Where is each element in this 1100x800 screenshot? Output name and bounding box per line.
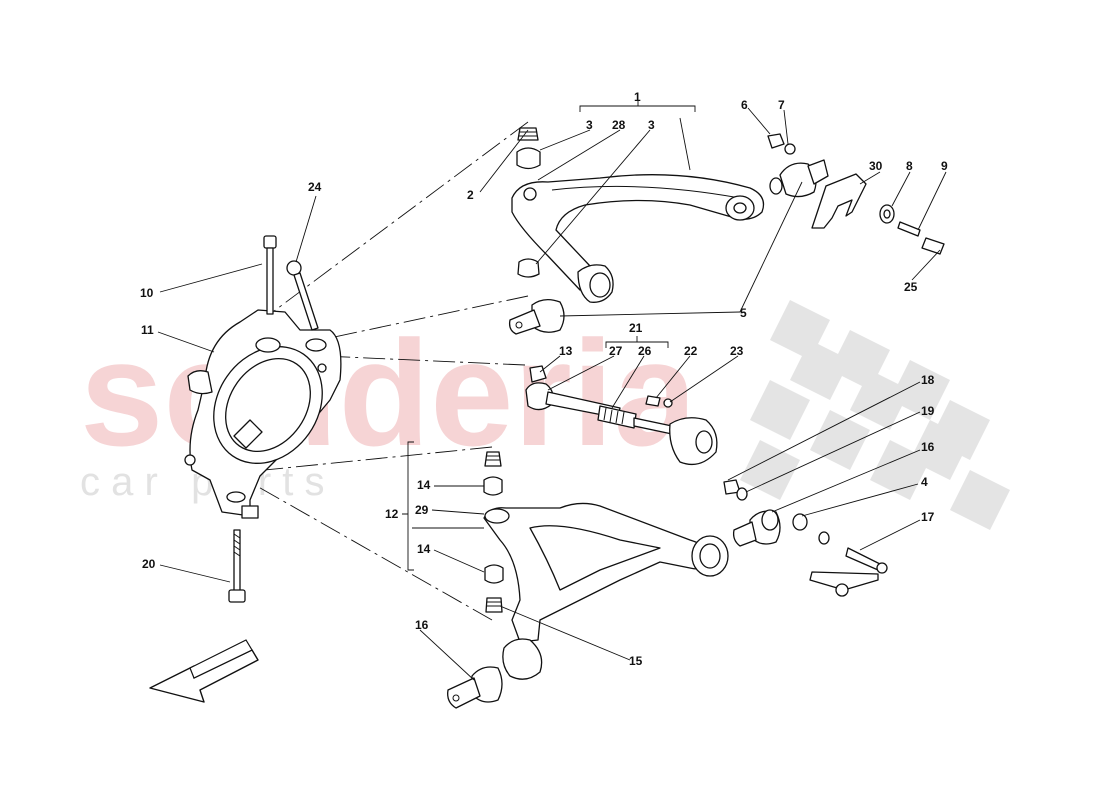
leader-lines (157, 100, 947, 681)
callout-30: 30 (869, 159, 883, 173)
hub-carrier (184, 309, 342, 519)
callout-10: 10 (140, 286, 154, 300)
lower-front-bushing (447, 666, 503, 709)
callout-1: 1 (634, 90, 641, 104)
callout-12: 12 (385, 507, 399, 521)
callout-2: 2 (467, 188, 474, 202)
callout-19: 19 (921, 404, 935, 418)
callout-3a: 3 (586, 118, 593, 132)
callout-9: 9 (941, 159, 948, 173)
callout-11: 11 (141, 323, 154, 337)
callout-13: 13 (559, 344, 573, 358)
direction-arrow-icon (149, 639, 259, 703)
lower-wishbone (483, 502, 729, 680)
callout-6: 6 (741, 98, 748, 112)
bracket-assembly (811, 173, 945, 255)
callout-14b: 14 (417, 542, 431, 556)
callout-labels: 1 2 3 28 3 6 7 30 8 9 25 5 24 10 11 21 1… (140, 90, 948, 668)
callout-16a: 16 (921, 440, 935, 454)
bolt-20 (228, 529, 246, 603)
callout-3b: 3 (648, 118, 655, 132)
checker-flag-watermark (740, 300, 1010, 530)
lower-rear-bushing (723, 479, 888, 597)
callout-27: 27 (609, 344, 623, 358)
callout-26: 26 (638, 344, 652, 358)
bolt-24 (286, 260, 319, 331)
callout-21: 21 (629, 321, 643, 335)
callout-25: 25 (904, 280, 918, 294)
callout-14a: 14 (417, 478, 431, 492)
upper-wishbone (511, 174, 765, 303)
callout-28: 28 (612, 118, 626, 132)
callout-7: 7 (778, 98, 785, 112)
callout-20: 20 (142, 557, 156, 571)
callout-29: 29 (415, 503, 429, 517)
bolt-10 (263, 235, 277, 315)
callout-24: 24 (308, 180, 322, 194)
ball-joint-upper (516, 127, 541, 278)
callout-5: 5 (740, 306, 747, 320)
callout-18: 18 (921, 373, 935, 387)
callout-22: 22 (684, 344, 698, 358)
bushing-upper-rear (767, 133, 829, 198)
callout-4: 4 (921, 475, 928, 489)
callout-8: 8 (906, 159, 913, 173)
ball-joint-lower (483, 451, 504, 613)
tie-rod (525, 365, 718, 466)
callout-16b: 16 (415, 618, 429, 632)
callout-23: 23 (730, 344, 744, 358)
callout-17: 17 (921, 510, 935, 524)
assembly-lines (244, 121, 529, 621)
bushing-upper-front (508, 298, 565, 335)
watermark-brand: scuderia (80, 309, 699, 477)
callout-15: 15 (629, 654, 643, 668)
watermark: scuderia c a r p a r t s (80, 300, 1010, 530)
